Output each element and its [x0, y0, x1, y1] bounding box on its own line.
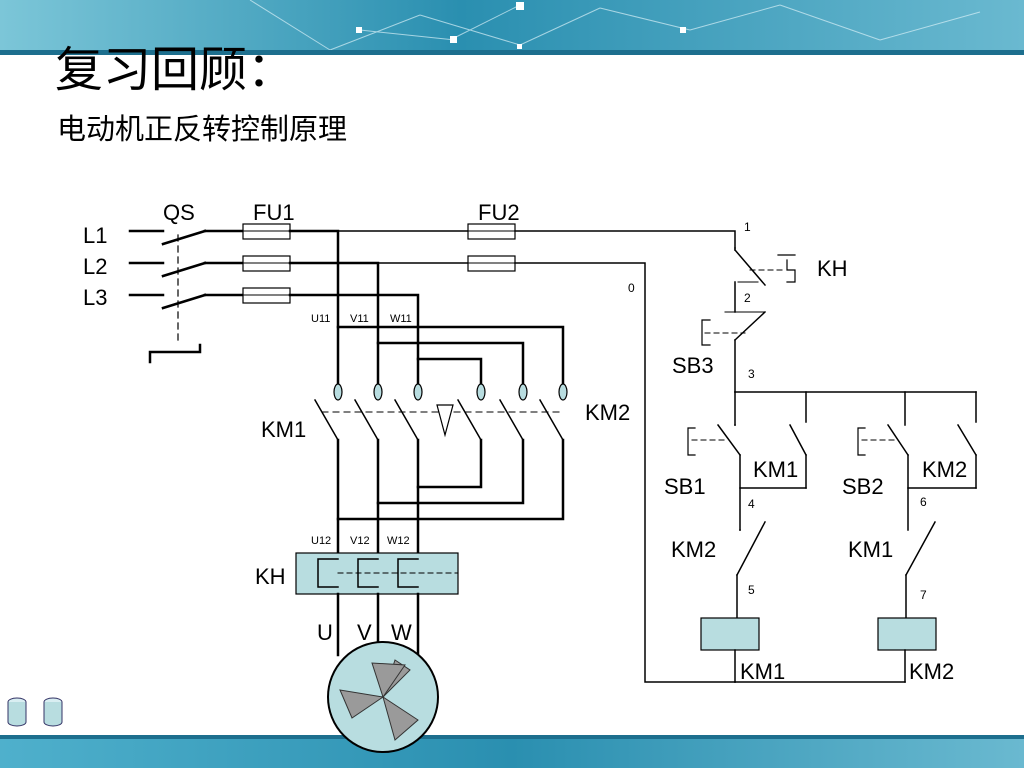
motor-rotor	[339, 659, 419, 741]
label-kh-main: KH	[255, 564, 286, 589]
label-node-2: 2	[744, 291, 751, 305]
qs-handle	[148, 343, 202, 364]
label-km2-coil: KM2	[909, 659, 954, 684]
slide-title: 复习回顾：	[55, 42, 296, 98]
mechanical-interlock-triangle	[436, 404, 454, 438]
label-w11: W11	[390, 313, 412, 325]
label-node-1: 1	[744, 220, 751, 234]
label-node-3: 3	[748, 367, 755, 381]
label-km1-interlock: KM1	[848, 537, 893, 562]
label-l3: L3	[83, 285, 107, 310]
label-sb2: SB2	[842, 474, 884, 499]
label-node-6: 6	[920, 495, 927, 509]
slide-subtitle: 电动机正反转控制原理	[57, 112, 348, 146]
km1-coil	[700, 617, 760, 651]
qs-switch	[128, 229, 207, 310]
km2-main-contacts	[456, 398, 565, 442]
label-km2-main: KM2	[585, 400, 630, 425]
label-fu1: FU1	[253, 200, 295, 225]
label-km1-hold: KM1	[753, 457, 798, 482]
kh-nc-contact	[733, 248, 767, 287]
label-l2: L2	[83, 254, 107, 279]
km2-hold-contact	[956, 423, 978, 457]
km1-hold-contact	[788, 423, 808, 457]
label-km1-coil: KM1	[740, 659, 785, 684]
label-fu2: FU2	[478, 200, 520, 225]
label-km1-main: KM1	[261, 417, 306, 442]
label-qs: QS	[163, 200, 195, 225]
label-node-4: 4	[748, 497, 755, 511]
km2-interlock-contact	[735, 520, 767, 577]
label-u12: U12	[311, 535, 331, 547]
label-l1: L1	[83, 223, 107, 248]
km1-main-contacts	[313, 398, 420, 442]
label-w: W	[391, 620, 412, 645]
label-u: U	[317, 620, 333, 645]
label-sb3: SB3	[672, 353, 714, 378]
sb3-nc-contact	[733, 310, 767, 342]
label-sb1: SB1	[664, 474, 706, 499]
label-v: V	[357, 620, 372, 645]
label-km2-hold: KM2	[922, 457, 967, 482]
label-node-7: 7	[920, 588, 927, 602]
label-w12: W12	[387, 535, 410, 547]
label-u11: U11	[311, 313, 330, 325]
terminals	[333, 383, 568, 401]
km2-coil	[877, 617, 937, 651]
label-km2-interlock: KM2	[671, 537, 716, 562]
nav-forward-icon[interactable]	[42, 697, 64, 727]
label-v12: V12	[350, 535, 370, 547]
label-node-5: 5	[748, 583, 755, 597]
km1-interlock-contact	[904, 520, 937, 577]
label-v11: V11	[350, 313, 369, 325]
label-node-0: 0	[628, 281, 635, 295]
label-kh-ctrl: KH	[817, 256, 848, 281]
nav-back-icon[interactable]	[6, 697, 28, 727]
bottom-banner	[0, 735, 1024, 768]
top-banner	[0, 0, 1024, 55]
